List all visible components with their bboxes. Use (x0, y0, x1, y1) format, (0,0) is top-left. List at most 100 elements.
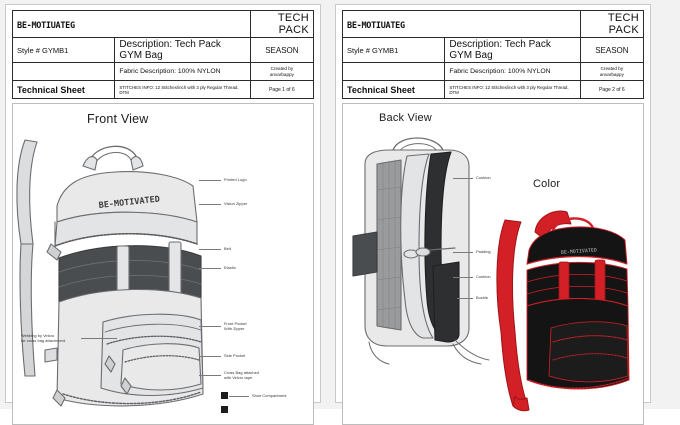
leader-line-elastic (199, 268, 221, 269)
front-pocket-zipper (106, 335, 202, 345)
leader-line-printed-logo (199, 180, 221, 181)
table-row: Fabric Description: 100% NYLON Created b… (341, 62, 645, 81)
lower-webbing-left (368, 341, 390, 365)
shoulder-strap-padded-left (400, 153, 434, 339)
leader-line-cross-bag (199, 375, 221, 376)
table-row: BE-MOTIUATEG TECH PACK (12, 10, 315, 38)
color-belt-stitch-2 (526, 286, 628, 295)
color-lid-zipper (526, 255, 628, 265)
leader-line-webbing-velcro (81, 338, 117, 339)
shoulder-strap-left (16, 139, 38, 245)
callout-printed-logo: Printed Logo (224, 177, 247, 182)
technical-sheet-cell: Technical Sheet (341, 80, 446, 99)
spec-header-table-page-1: BE-MOTIUATEG TECH PACK Style # GYMB1 Des… (11, 10, 315, 99)
front-pocket-seam (104, 323, 202, 333)
zipper-pull-bottom (52, 389, 66, 407)
belt-stitch-2 (58, 274, 202, 288)
table-row: Technical Sheet STITCHES INFO: 12 Stitch… (341, 80, 645, 99)
brand-logo-text: BE-MOTIUATEG (17, 21, 75, 31)
callout-buckle: Buckle (476, 295, 488, 300)
blank-cell (11, 62, 116, 81)
color-front-pocket (548, 321, 629, 383)
leader-line-padding (453, 252, 473, 253)
callout-padding: Padding (476, 249, 491, 254)
shoe-compartment-zipper (62, 391, 202, 405)
leader-line-belt (199, 249, 221, 250)
back-cushion-lower (432, 261, 460, 343)
stitches-info-cell: STITCHES INFO: 12 Stitches/inch with 3 p… (114, 80, 251, 99)
back-top-handle (392, 137, 444, 151)
side-pocket-zipper (124, 355, 200, 363)
page-number-cell: Page 2 of 6 (579, 80, 645, 99)
callout-webbing-velcro: Webbing by Velcro for cross bag attachme… (21, 333, 67, 344)
drawing-frame-front-view: Front View BE-MOTIV (12, 103, 314, 425)
color-top-handle (551, 217, 595, 232)
table-row: Technical Sheet STITCHES INFO: 12 Stitch… (11, 80, 315, 99)
color-strap-left (496, 219, 528, 407)
leader-line-shoe-compartment (229, 396, 249, 397)
leader-line-side-pocket (199, 356, 221, 357)
table-row: Fabric Description: 100% NYLON Created b… (11, 62, 315, 81)
color-swatch-2 (221, 406, 228, 413)
callout-front-pocket: Front Pocket With Zipper (224, 321, 247, 332)
side-pocket-panel (120, 343, 202, 391)
color-bottom-zipper (528, 377, 630, 389)
mesh-lines-v (382, 159, 396, 331)
tech-pack-title-cell: TECH PACK (579, 10, 645, 38)
fabric-description-cell: Fabric Description: 100% NYLON (114, 62, 251, 81)
color-front-pocket-zipper (552, 335, 628, 343)
back-view-illustration (352, 137, 490, 365)
tech-pack-title-cell: TECH PACK (249, 10, 315, 38)
view-title-front: Front View (87, 112, 149, 126)
created-by-cell: Created by anvarbappy (249, 62, 315, 81)
description-cell: Description: Tech Pack GYM Bag (114, 37, 251, 63)
spec-header-table-page-2: BE-MOTIUATEG TECH PACK Style # GYMB1 Des… (341, 10, 645, 99)
callout-belt: Belt (224, 246, 231, 251)
stitches-info-cell: STITCHES INFO: 12 Stitches/inch with 3 p… (444, 80, 581, 99)
view-title-back: Back View (379, 112, 432, 124)
blank-cell (341, 62, 446, 81)
fabric-description-cell: Fabric Description: 100% NYLON (444, 62, 581, 81)
brand-logo-cell: BE-MOTIUATEG (12, 10, 251, 38)
lower-webbing-right (452, 343, 482, 365)
brand-logo-cell: BE-MOTIUATEG (342, 10, 581, 38)
mesh-lines-h (376, 186, 402, 311)
leader-line-buckle (457, 298, 473, 299)
season-cell: SEASON (249, 37, 315, 63)
callout-cross-bag: Cross Bag attached with Velcro tape (224, 370, 260, 381)
handle-anchor-right (130, 156, 144, 171)
top-handle-inner (94, 152, 132, 165)
color-side-pocket-zipper (552, 353, 628, 361)
callout-shoe-compartment: Shoe Compartment (252, 393, 287, 398)
callout-cushion-lower: Cushion (476, 274, 491, 279)
zipper-pull-side (120, 377, 132, 395)
brand-logo-text: BE-MOTIUATEG (347, 21, 405, 31)
leader-line-vislon-zipper (199, 204, 221, 205)
color-belt-stitch-1 (526, 274, 628, 283)
leader-line-front-pocket (199, 326, 221, 327)
side-grab-pocket (352, 231, 378, 277)
callout-elastic: Elastic (224, 265, 236, 270)
style-number-cell: Style # GYMB1 (11, 37, 116, 63)
callout-vislon-zipper: Vislon Zipper (224, 201, 248, 206)
belt-stitch-1 (58, 260, 202, 273)
style-number-cell: Style # GYMB1 (341, 37, 446, 63)
leader-line-cushion-top (453, 178, 473, 179)
zipper-pull-front (104, 355, 116, 373)
tech-pack-sheet-page-2: BE-MOTIUATEG TECH PACK Style # GYMB1 Des… (335, 4, 651, 425)
created-by-cell: Created by anvarbappy (579, 62, 645, 81)
velcro-webbing-tab (44, 347, 58, 363)
description-cell: Description: Tech Pack GYM Bag (444, 37, 581, 63)
callout-side-pocket: Side Pocket (224, 353, 246, 358)
lid-front-panel (54, 211, 198, 247)
drawing-frame-back-view: Back View Color (342, 103, 644, 425)
color-bag-logo: BE-MOTIVATED (561, 247, 597, 256)
season-cell: SEASON (579, 37, 645, 63)
color-swatch-1 (221, 392, 228, 399)
buckle-clip (415, 247, 431, 257)
callout-cushion-top: Cushion (476, 175, 491, 180)
table-row: BE-MOTIUATEG TECH PACK (342, 10, 645, 38)
page-number-cell: Page 1 of 6 (249, 80, 315, 99)
technical-sheet-cell: Technical Sheet (11, 80, 116, 99)
